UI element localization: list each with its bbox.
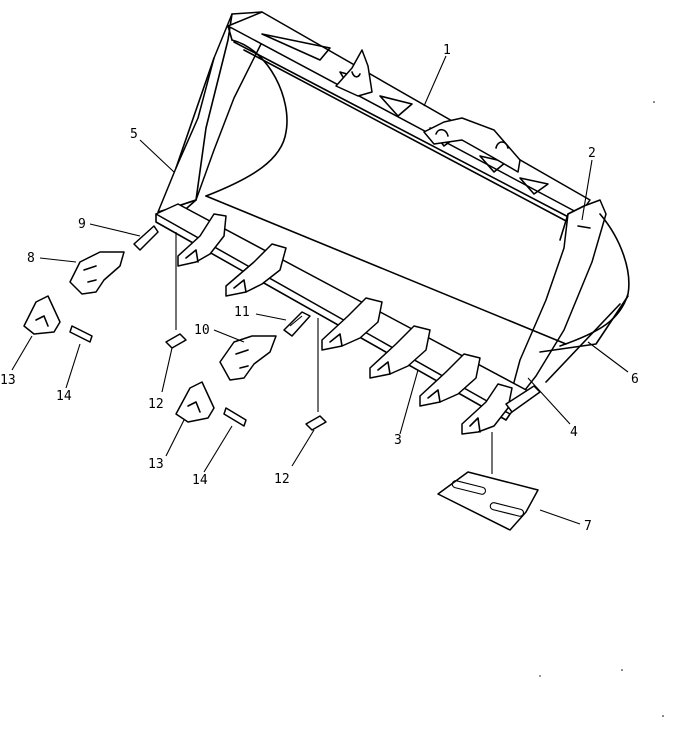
callout-14b: 14 xyxy=(192,473,208,488)
callout-11: 11 xyxy=(234,305,250,320)
adapter-13a xyxy=(23,295,61,335)
side-cutter xyxy=(505,385,541,413)
callout-2: 2 xyxy=(588,146,596,161)
pin-14b xyxy=(223,407,247,427)
callout-12a: 12 xyxy=(148,397,164,412)
wedge-12a xyxy=(165,333,187,349)
callout-1: 1 xyxy=(443,43,451,58)
callout-7: 7 xyxy=(584,519,592,534)
cutting-edge-assembly xyxy=(155,203,531,435)
tooth-loose-8 xyxy=(69,251,125,295)
callout-10: 10 xyxy=(194,323,210,338)
callout-12b: 12 xyxy=(274,472,290,487)
tooth-1 xyxy=(177,213,227,267)
callout-13a: 13 xyxy=(0,373,16,388)
adapter-13b xyxy=(175,381,215,423)
callout-3: 3 xyxy=(394,433,402,448)
callout-4: 4 xyxy=(570,425,578,440)
callout-9: 9 xyxy=(78,217,86,232)
tooth-loose-10 xyxy=(219,335,277,381)
callout-8: 8 xyxy=(27,251,35,266)
callout-6: 6 xyxy=(631,372,639,387)
pin-14a xyxy=(69,325,93,343)
callout-5: 5 xyxy=(130,127,138,142)
bucket-body xyxy=(157,11,630,413)
leader-lines xyxy=(11,55,629,525)
wedge-12b xyxy=(305,415,327,431)
callout-13b: 13 xyxy=(148,457,164,472)
pin-9 xyxy=(133,225,159,251)
callout-14a: 14 xyxy=(56,389,72,404)
callout-labels: 1 2 3 4 5 6 7 8 9 10 11 12 12 13 13 14 1… xyxy=(0,43,639,534)
wear-plate xyxy=(437,432,539,531)
pin-11 xyxy=(283,311,311,337)
